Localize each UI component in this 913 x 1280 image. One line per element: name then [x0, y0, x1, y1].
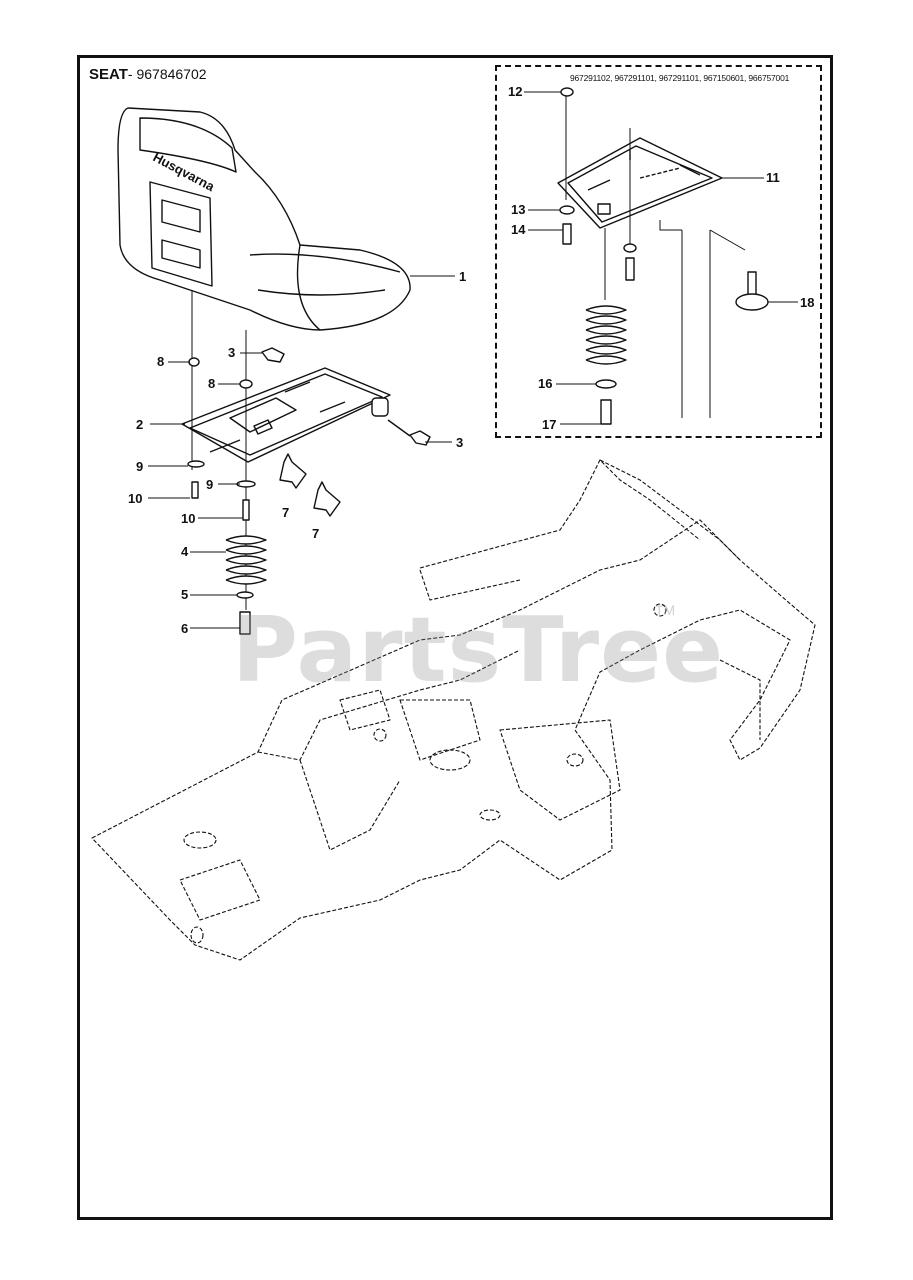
watermark-tm: TM [655, 602, 676, 618]
title-bold: SEAT [89, 66, 128, 83]
inset-box [495, 65, 822, 438]
seat-illustration [117, 107, 411, 331]
callout-8-left: 8 [157, 354, 165, 369]
callout-11: 11 [766, 170, 780, 185]
callout-7-left: 7 [282, 505, 290, 520]
seat-plate [181, 367, 391, 463]
left-hardware-stack [187, 290, 267, 635]
callout-1: 1 [459, 269, 467, 284]
callout-17: 17 [542, 417, 557, 432]
callout-8-right: 8 [208, 376, 216, 391]
callout-2: 2 [136, 417, 144, 432]
callout-12: 12 [508, 84, 523, 99]
inset-parts [557, 87, 769, 425]
callout-9-left: 9 [136, 459, 144, 474]
callout-9-right: 9 [206, 477, 214, 492]
callout-18: 18 [800, 295, 815, 310]
mower-chassis-frame [91, 459, 816, 961]
diagram-title: SEAT- 967846702 [89, 66, 207, 83]
callout-7-right: 7 [312, 526, 320, 541]
t-knobs [279, 453, 341, 517]
callout-5: 5 [181, 587, 189, 602]
callout-3-top: 3 [228, 345, 236, 360]
callout-10-left: 10 [128, 491, 143, 506]
callout-4: 4 [181, 544, 189, 559]
leader-lines [148, 91, 798, 629]
callout-14: 14 [511, 222, 526, 237]
title-part-number: - 967846702 [127, 66, 207, 82]
callout-16: 16 [538, 376, 553, 391]
callout-13: 13 [511, 202, 526, 217]
watermark: PartsTree [232, 598, 725, 703]
callout-6: 6 [181, 621, 189, 636]
diagram-frame [77, 55, 833, 1220]
callout-10-right: 10 [181, 511, 196, 526]
callout-3-right: 3 [456, 435, 464, 450]
inset-part-numbers: 967291102, 967291101, 967291101, 9671506… [570, 73, 790, 83]
knob-bolts [261, 347, 431, 446]
